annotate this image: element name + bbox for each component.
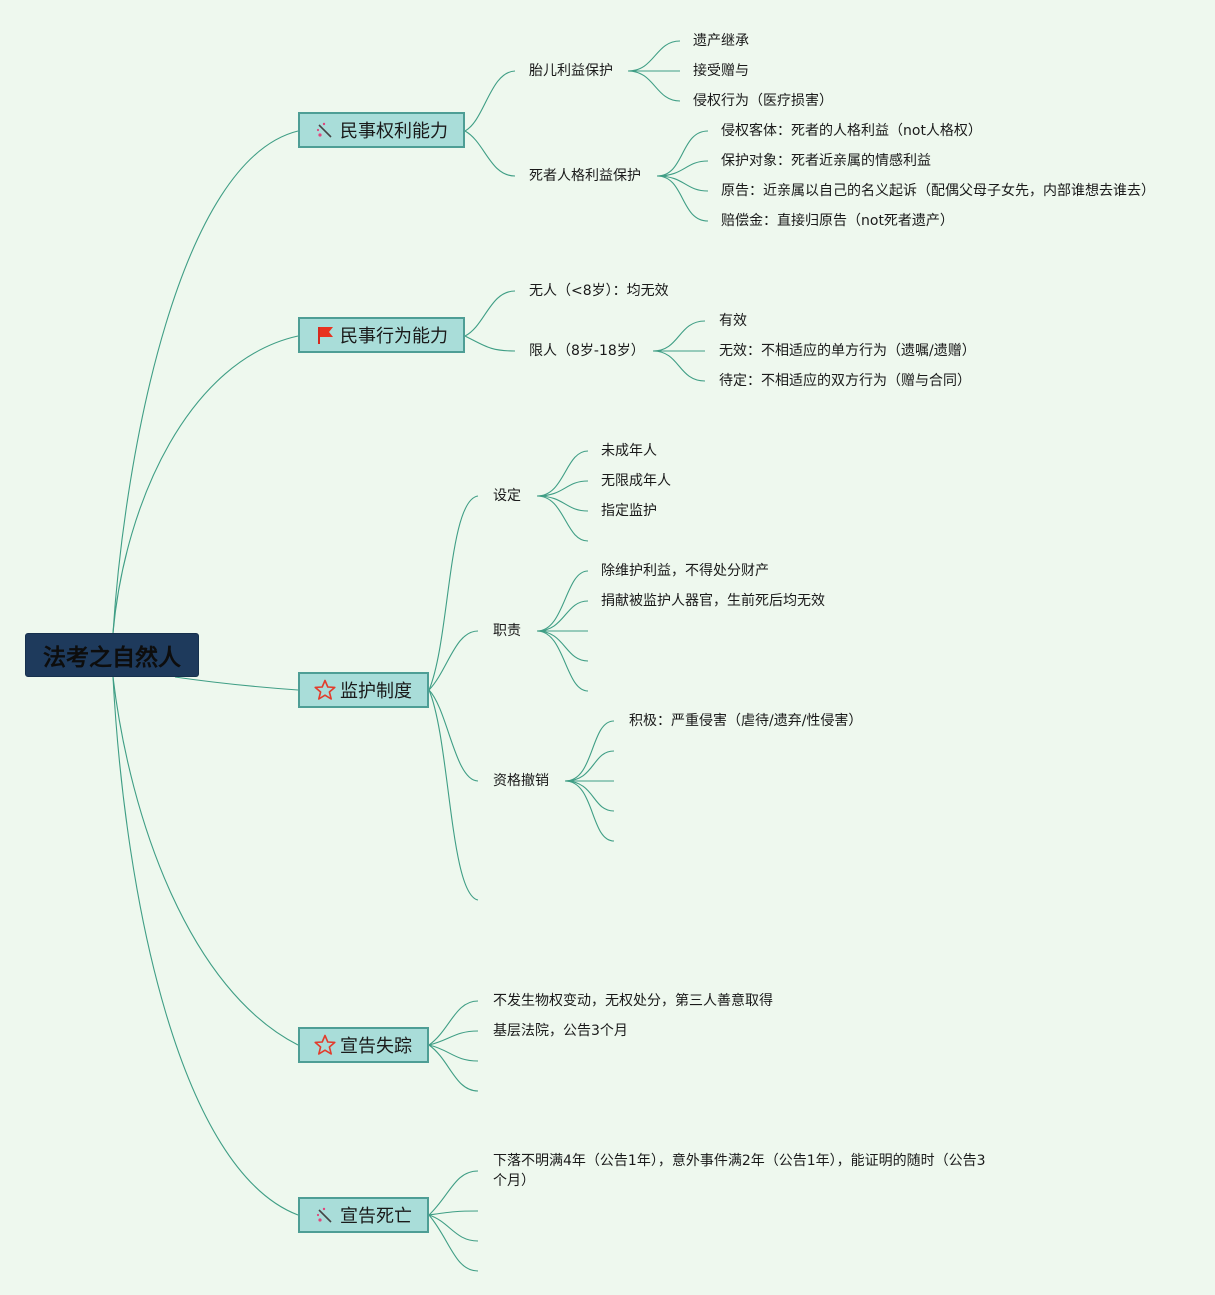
leaf-property-rights[interactable]: 不发生物权变动，无权处分，第三人善意取得 [493, 993, 773, 1009]
star-outline-icon [314, 679, 336, 701]
branch-guardianship[interactable]: 监护制度 [298, 672, 429, 708]
leaf-tort-object[interactable]: 侵权客体：死者的人格利益（not人格权） [721, 123, 982, 139]
leaf-incapacitated-adult[interactable]: 无限成年人 [601, 473, 671, 489]
branch-label: 民事权利能力 [340, 121, 448, 142]
topic-limited-capacity[interactable]: 限人（8岁-18岁） [529, 343, 645, 359]
topic-duty[interactable]: 职责 [493, 623, 521, 639]
branch-label: 宣告失踪 [340, 1036, 412, 1057]
leaf-invalid[interactable]: 无效：不相适应的单方行为（遗嘱/遗赠） [719, 343, 976, 359]
topic-no-capacity[interactable]: 无人（<8岁）：均无效 [529, 283, 669, 299]
leaf-basic-court[interactable]: 基层法院，公告3个月 [493, 1023, 628, 1039]
branch-civil-conduct-capacity[interactable]: 民事行为能力 [298, 317, 465, 353]
leaf-organ-donation[interactable]: 捐献被监护人器官，生前死后均无效 [601, 593, 825, 609]
wand-icon [314, 1204, 336, 1226]
leaf-protected-party[interactable]: 保护对象：死者近亲属的情感利益 [721, 153, 931, 169]
root-node[interactable]: 法考之自然人 [25, 633, 199, 677]
red-flag-icon [314, 324, 336, 346]
leaf-accept-gift[interactable]: 接受赠与 [693, 63, 749, 79]
leaf-valid[interactable]: 有效 [719, 313, 747, 329]
leaf-compensation[interactable]: 赔偿金：直接归原告（not死者遗产） [721, 213, 954, 229]
leaf-serious-harm[interactable]: 积极：严重侵害（虐待/遗弃/性侵害） [629, 713, 863, 729]
branch-declaration-death[interactable]: 宣告死亡 [298, 1197, 429, 1233]
topic-fetal-protection[interactable]: 胎儿利益保护 [529, 63, 613, 79]
branch-label: 宣告死亡 [340, 1206, 412, 1227]
branch-declaration-missing[interactable]: 宣告失踪 [298, 1027, 429, 1063]
leaf-designated-guardian[interactable]: 指定监护 [601, 503, 657, 519]
topic-setup[interactable]: 设定 [493, 488, 521, 504]
star-outline-icon [314, 1034, 336, 1056]
topic-deceased-protection[interactable]: 死者人格利益保护 [529, 168, 641, 184]
topic-revoke[interactable]: 资格撤销 [493, 773, 549, 789]
wand-icon [314, 119, 336, 141]
leaf-inheritance[interactable]: 遗产继承 [693, 33, 749, 49]
branch-label: 监护制度 [340, 681, 412, 702]
leaf-plaintiff[interactable]: 原告：近亲属以自己的名义起诉（配偶父母子女先，内部谁想去谁去） [721, 183, 1155, 199]
branch-civil-rights-capacity[interactable]: 民事权利能力 [298, 112, 465, 148]
leaf-tort[interactable]: 侵权行为（医疗损害） [693, 93, 833, 109]
root-title: 法考之自然人 [43, 645, 181, 671]
branch-label: 民事行为能力 [340, 326, 448, 347]
leaf-minor[interactable]: 未成年人 [601, 443, 657, 459]
leaf-pending[interactable]: 待定：不相适应的双方行为（赠与合同） [719, 373, 971, 389]
leaf-no-disposal[interactable]: 除维护利益，不得处分财产 [601, 563, 769, 579]
leaf-death-conditions[interactable]: 下落不明满4年（公告1年），意外事件满2年（公告1年），能证明的随时（公告3个月… [493, 1153, 986, 1189]
